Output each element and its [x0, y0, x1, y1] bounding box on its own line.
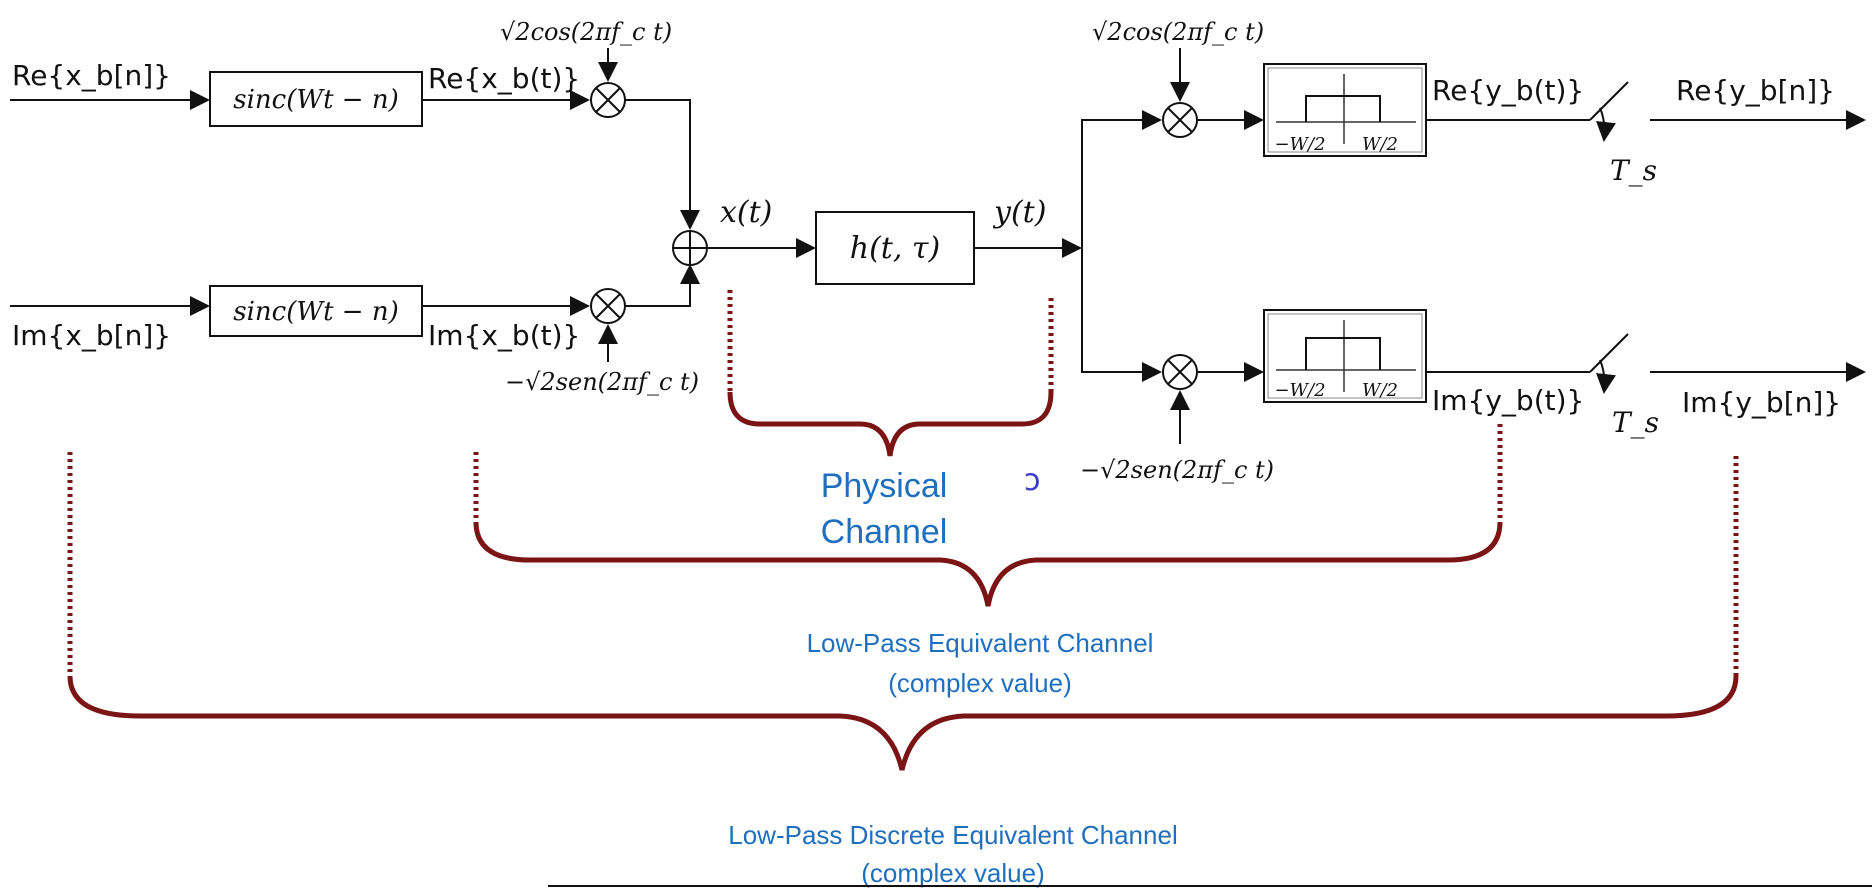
lowpass-filter-top [1263, 63, 1427, 157]
tx-sin-label: −√2sen(2πf_c t) [505, 368, 699, 396]
im-xb-t-label: Im{x_b(t)} [428, 319, 580, 352]
sampler-switch-bottom [1589, 333, 1629, 394]
rx-cos-label: √2cos(2πf_c t) [1092, 18, 1264, 46]
y-t-label: y(t) [992, 195, 1046, 230]
im-yb-n-label: Im{y_b[n]} [1682, 386, 1841, 419]
re-xb-n-label: Re{x_b[n]} [12, 59, 171, 92]
re-yb-n-label: Re{y_b[n]} [1676, 74, 1835, 107]
channel-block [815, 211, 975, 285]
ts-top-label: T_s [1610, 154, 1657, 187]
channel-block-label: h(t, τ) [850, 231, 940, 266]
lowpass-label-line2: (complex value) [888, 668, 1072, 698]
re-xb-t-label: Re{x_b(t)} [428, 62, 580, 95]
rx-sin-label: −√2sen(2πf_c t) [1080, 456, 1274, 484]
sinc-block-bottom-label: sinc(Wt − n) [233, 297, 398, 327]
sinc-block-top-label: sinc(Wt − n) [233, 85, 398, 115]
physical-channel-line1: Physical [821, 467, 948, 505]
stray-mark: ↄ [1024, 463, 1040, 498]
wire-split-bottom [1081, 248, 1162, 382]
im-xb-n-label: Im{x_b[n]} [12, 319, 171, 352]
physical-channel-line2: Channel [821, 513, 948, 551]
discrete-equivalent-brace [67, 675, 1739, 771]
im-yb-t-label: Im{y_b(t)} [1432, 384, 1584, 417]
tx-mixer-top [590, 82, 626, 118]
wire-split-top [1081, 110, 1162, 248]
lowpass-label-line1: Low-Pass Equivalent Channel [807, 628, 1154, 658]
filter-top-neg-w: −W/2 [1274, 134, 1325, 155]
re-yb-t-label: Re{y_b(t)} [1432, 74, 1584, 107]
sinc-block-bottom [209, 285, 423, 337]
discrete-label-line1: Low-Pass Discrete Equivalent Channel [728, 820, 1177, 850]
tx-cos-label: √2cos(2πf_c t) [500, 18, 672, 46]
discrete-label-line2: (complex value) [861, 858, 1045, 888]
tx-mixer-bottom [590, 288, 626, 324]
filter-bottom-pos-w: W/2 [1362, 380, 1398, 401]
wire-mixer-bottom-to-adder [625, 264, 700, 307]
ts-bottom-label: T_s [1612, 406, 1659, 439]
x-t-label: x(t) [720, 195, 772, 230]
rx-mixer-bottom [1162, 354, 1198, 390]
sampler-switch-top [1589, 81, 1629, 142]
lowpass-equivalent-brace [473, 521, 1503, 607]
adder [672, 230, 708, 266]
lowpass-filter-bottom [1263, 309, 1427, 403]
wire-mixer-top-to-adder [625, 99, 700, 230]
filter-top-pos-w: W/2 [1362, 134, 1398, 155]
physical-channel-brace [727, 391, 1054, 457]
filter-bottom-neg-w: −W/2 [1274, 380, 1325, 401]
rx-mixer-top [1162, 102, 1198, 138]
